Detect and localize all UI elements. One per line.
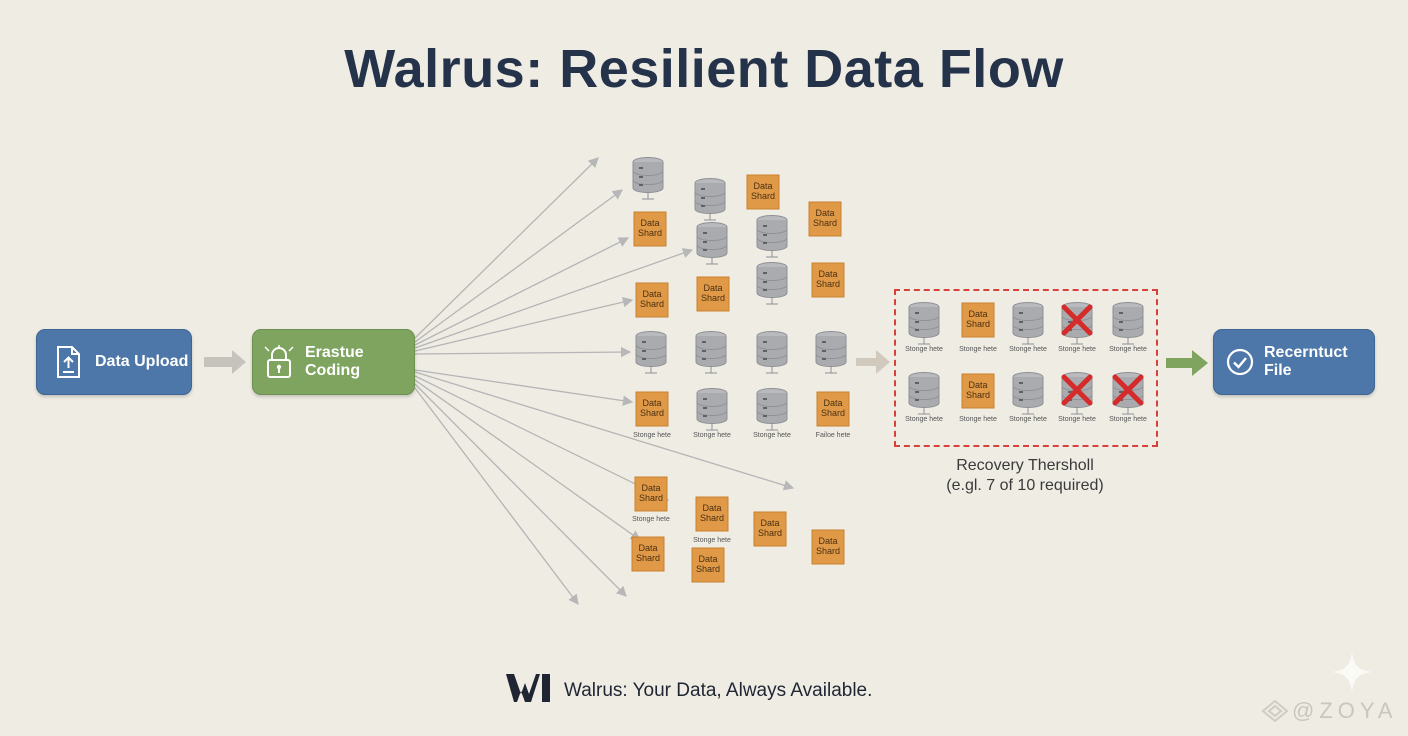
failed-node-label: Failoe hete — [816, 432, 851, 439]
diamond-logo-icon — [1262, 700, 1288, 722]
file-upload-icon — [55, 346, 81, 378]
page-title: Walrus: Resilient Data Flow — [344, 39, 1064, 99]
watermark: @ZOYA — [1262, 698, 1398, 724]
node-label: Stonge hete — [905, 346, 943, 353]
server-icon — [815, 331, 847, 374]
flow-arrow-to-threshold — [856, 350, 890, 374]
sparkle-icon — [1332, 652, 1372, 692]
erasure-coding-box: Erastue Coding — [252, 329, 415, 395]
erasure-coding-label: Erastue Coding — [305, 344, 364, 379]
server-icon — [756, 215, 788, 258]
watermark-text: @ZOYA — [1292, 698, 1398, 723]
node-label: Stonge hete — [1109, 416, 1147, 423]
server-icon — [756, 388, 788, 431]
recovery-threshold-frame — [894, 289, 1158, 447]
node-label: Stonge hete — [1009, 346, 1047, 353]
data-upload-label: Data Upload — [95, 353, 189, 370]
node-label: Stonge hete — [959, 346, 997, 353]
node-label: Stonge hete — [753, 432, 791, 439]
node-label: Stonge hete — [632, 516, 670, 523]
node-label: Stonge hete — [1109, 346, 1147, 353]
server-icon — [695, 331, 727, 374]
server-icon — [635, 331, 667, 374]
node-label: Stonge hete — [1058, 416, 1096, 423]
shard-distribution-arrows — [414, 157, 795, 606]
server-icon — [756, 262, 788, 305]
flow-arrow-to-reconstruct — [1166, 350, 1208, 376]
padlock-icon — [263, 345, 295, 379]
server-icon — [696, 222, 728, 265]
server-icon — [756, 331, 788, 374]
server-icon — [694, 178, 726, 221]
footer: Walrus: Your Data, Always Available. — [506, 674, 872, 708]
storage-node-labels: Stonge hete Stonge hete Stonge hete Fail… — [632, 432, 850, 544]
node-label: Stonge hete — [693, 432, 731, 439]
flow-arrow-upload-to-erasure — [204, 350, 246, 374]
node-label: Stonge hete — [633, 432, 671, 439]
server-icon — [632, 157, 664, 200]
node-label: Stonge hete — [693, 537, 731, 544]
node-label: Stonge hete — [1009, 416, 1047, 423]
reconstruct-file-box: Recerntuct File — [1213, 329, 1375, 395]
footer-tagline: Walrus: Your Data, Always Available. — [564, 680, 873, 701]
check-circle-icon — [1226, 348, 1254, 376]
data-upload-box: Data Upload — [36, 329, 192, 395]
reconstruct-file-label: Recerntuct File — [1264, 344, 1348, 379]
node-label: Stonge hete — [905, 416, 943, 423]
node-label: Stonge hete — [1058, 346, 1096, 353]
recovery-threshold-subtitle: (e.gl. 7 of 10 required) — [946, 477, 1104, 494]
server-icon — [696, 388, 728, 431]
node-label: Stonge hete — [959, 416, 997, 423]
recovery-threshold-title: Recovery Thersholl — [956, 457, 1094, 474]
walrus-w-logo — [506, 674, 550, 708]
recovery-threshold-caption: Recovery Thersholl (e.gl. 7 of 10 requir… — [880, 456, 1170, 496]
